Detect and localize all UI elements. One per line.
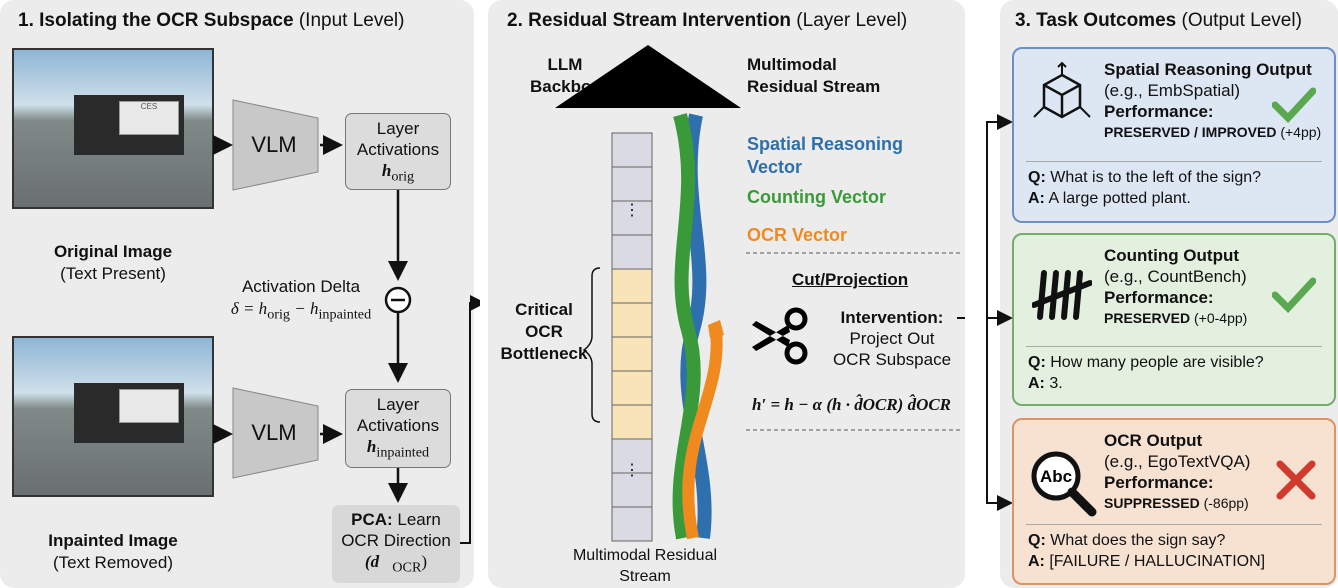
bottleneck-cell [611,268,653,304]
card-delta: (+4pp) [1276,124,1322,140]
original-image: CES [12,48,214,209]
card-delta: (-86pp) [1199,495,1249,511]
stream-cell [611,506,653,542]
stream-cell [611,132,653,168]
card-title: OCR Output [1104,431,1203,450]
pca-ocr-direction: PCA: Learn OCR Direction (d⃗OCR) [332,505,460,583]
card-question: Q: What does the sign say? [1028,532,1226,549]
bottleneck-cell [611,302,653,338]
original-image-caption: Original Image(Text Present) [53,242,173,283]
card-question: Q: How many people are visible? [1028,354,1264,371]
cut-projection-title: Cut/Projection [792,270,909,289]
ocr-vector-label: OCR Vector [747,225,848,245]
ellipsis-top: ⋮ [624,202,640,219]
cross-icon [1276,460,1316,500]
check-icon [1272,277,1316,313]
panel3-title: 3. Task Outcomes (Output Level) [1015,10,1302,31]
magnifier-abc-icon: Abc [1031,451,1097,517]
panel1-title: 1. Isolating the OCR Subspace (Input Lev… [18,10,405,31]
card-perf-label: Performance: [1104,288,1214,307]
panel2-title: 2. Residual Stream Intervention (Layer L… [507,10,908,31]
stream-cell [611,438,653,474]
card-example: (e.g., CountBench) [1104,267,1247,286]
counting-vector-label: Counting Vector [747,187,886,207]
stream-bottom-label: Multimodal Residual Stream [572,547,718,585]
stream-top-label: Multimodal Residual Stream [747,55,881,96]
ellipsis-bottom: ⋮ [624,462,640,479]
spatial-reasoning-card: Spatial Reasoning Output (e.g., EmbSpatia… [1012,47,1336,223]
card-question: Q: What is to the left of the sign? [1028,169,1262,186]
bottleneck-cell [611,404,653,440]
card-delta: (+0-4pp) [1190,310,1248,326]
card-title: Spatial Reasoning Output [1104,60,1312,79]
card-answer: A: [FAILURE / HALLUCINATION] [1028,553,1266,570]
output-arrows [986,114,1013,511]
card-example: (e.g., EmbSpatial) [1104,81,1241,100]
inpainted-image-caption: Inpainted Image(Text Removed) [48,531,178,572]
panel1-arrows [213,99,480,544]
card-answer: A: A large potted plant. [1028,190,1191,207]
sign-text: CES [119,101,179,135]
projection-formula: h′ = h − α (h · d̂OCR) d̂OCR [752,395,952,414]
card-answer: A: 3. [1028,375,1063,392]
ocr-vector-strand [682,329,723,540]
card-perf: PRESERVED [1104,310,1191,326]
bottleneck-cell [611,370,653,406]
counting-vector-strand [672,113,701,540]
ocr-card: Abc OCR Output (e.g., EgoTextVQA) Perform… [1012,418,1336,585]
card-perf-label: Performance: [1104,102,1214,121]
card-title: Counting Output [1104,246,1240,265]
magnifier-text: Abc [1040,467,1072,486]
card-perf: PRESERVED / IMPROVED [1104,124,1277,140]
stream-cell [611,166,653,202]
scissors-icon [752,307,808,365]
inpainted-image [12,336,214,497]
vlm-encoder-bottom [232,387,319,479]
up-arrow [555,45,741,108]
card-example: (e.g., EgoTextVQA) [1104,452,1251,471]
stream-cell [611,200,653,236]
tally-marks-icon [1032,270,1092,320]
residual-stream-diagram [555,45,965,542]
card-perf-label: Performance: [1104,473,1214,492]
spatial-vector-label: Spatial Reasoning Vector [747,134,904,177]
counting-card: Counting Output (e.g., CountBench) Perfor… [1012,233,1336,406]
bottleneck-label: Critical OCR Bottleneck [500,300,588,363]
check-icon [1272,87,1316,123]
card-perf: SUPPRESSED [1104,495,1200,511]
cube-axes-icon [1033,61,1091,119]
activation-delta: Activation Delta δ = horig − hinpainted [230,277,372,323]
stream-cell [611,472,653,508]
vlm-encoder-top [232,99,319,191]
stream-cell [611,234,653,270]
bottleneck-cell [611,336,653,372]
bottleneck-brace [582,267,601,423]
panel-layer-level [488,0,965,588]
